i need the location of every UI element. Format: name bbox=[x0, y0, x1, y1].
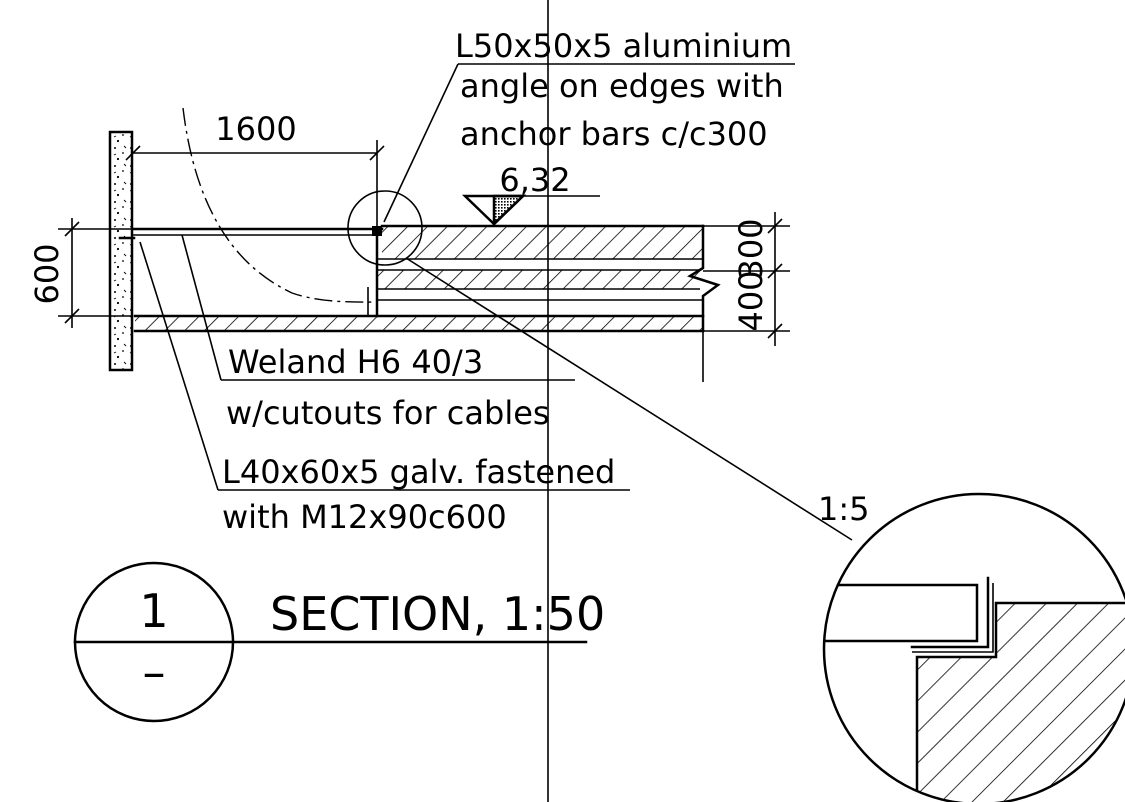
detail-angle-inner bbox=[912, 583, 994, 653]
section-marker-sheet: – bbox=[143, 645, 166, 699]
dim-tick-1600-right bbox=[369, 145, 385, 161]
bottom-slab-hatch bbox=[135, 316, 703, 331]
angle-note-line3: anchor bars c/c300 bbox=[460, 115, 768, 153]
level-mark-value: 6,32 bbox=[499, 161, 570, 199]
detail-view bbox=[824, 576, 1125, 802]
detail-angle-profile bbox=[910, 576, 990, 649]
detail-callout-circle bbox=[347, 190, 423, 266]
concrete-wall bbox=[108, 130, 134, 372]
grating-leader bbox=[181, 234, 222, 381]
door-swing-arc bbox=[182, 107, 373, 303]
bracket-note-line2: with M12x90c600 bbox=[222, 498, 507, 536]
dim-tick-right-bottom bbox=[767, 323, 783, 339]
angle-note-leader bbox=[383, 63, 459, 223]
dim-tick-1600-left bbox=[125, 145, 141, 161]
detail-callout-leader bbox=[405, 257, 853, 541]
bracket-leader bbox=[139, 241, 219, 491]
dim-tick-right-mid bbox=[767, 263, 783, 279]
detail-grating bbox=[824, 583, 979, 643]
detail-slab-hatch bbox=[917, 603, 1125, 802]
dim-label-400: 400 bbox=[732, 270, 770, 331]
dim-label-600: 600 bbox=[28, 243, 66, 304]
upper-slab-hatch bbox=[382, 226, 703, 259]
detail-circle-outline bbox=[822, 492, 1125, 802]
dim-label-300: 300 bbox=[732, 218, 770, 279]
angle-note-line2: angle on edges with bbox=[460, 67, 784, 105]
detail-slab-edge bbox=[915, 601, 1125, 802]
dim-label-1600: 1600 bbox=[215, 110, 296, 148]
middle-band-hatch bbox=[377, 270, 700, 289]
dim-tick-right-top bbox=[767, 218, 783, 234]
dim-tick-600-bottom bbox=[64, 308, 80, 324]
grating-note-line1: Weland H6 40/3 bbox=[228, 343, 483, 381]
section-title: SECTION, 1:50 bbox=[270, 587, 605, 641]
angle-note-line1: L50x50x5 aluminium bbox=[455, 27, 792, 65]
detail-scale-label: 1:5 bbox=[818, 490, 870, 528]
break-line bbox=[687, 224, 721, 332]
level-mark-fill bbox=[492, 194, 527, 227]
dim-tick-600-top bbox=[64, 221, 80, 237]
section-marker-number: 1 bbox=[139, 584, 168, 638]
bracket-note-line1: L40x60x5 galv. fastened bbox=[222, 453, 615, 491]
grating-note-line2: w/cutouts for cables bbox=[226, 394, 550, 432]
